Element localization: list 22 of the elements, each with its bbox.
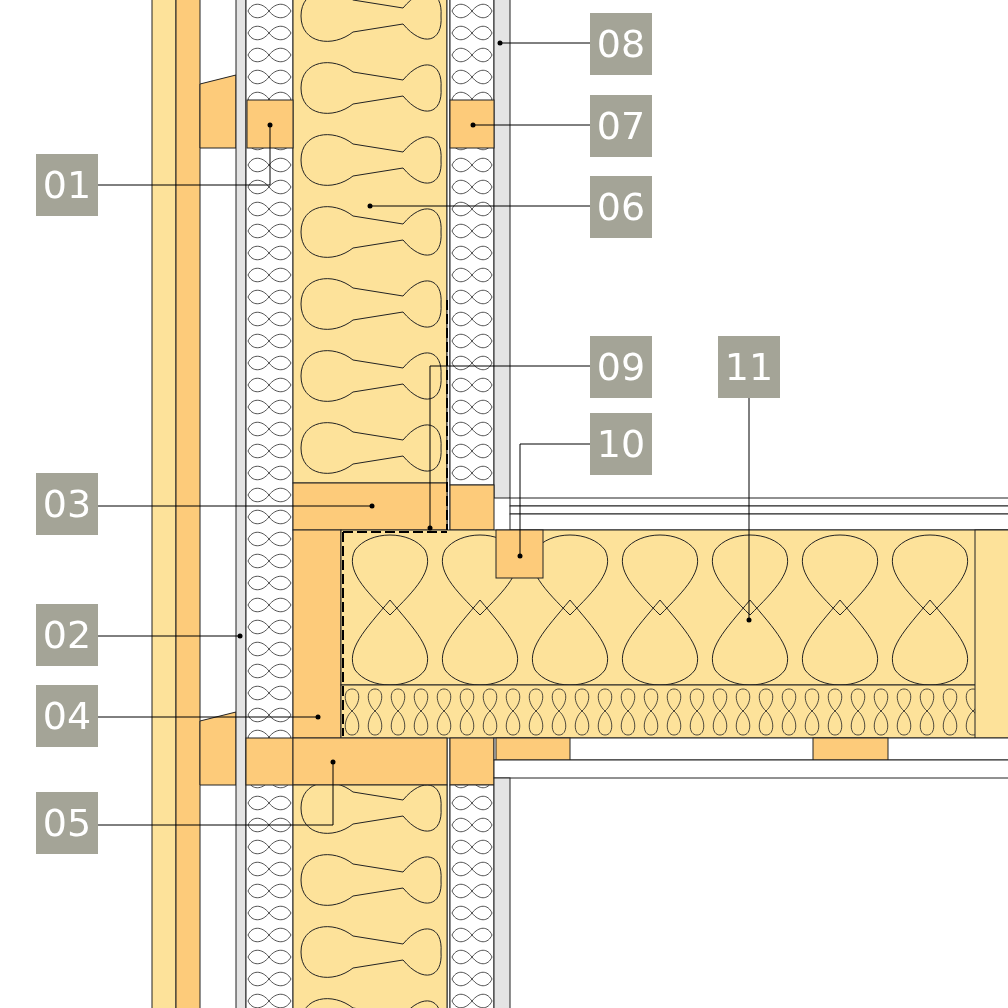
callout-number: 11	[718, 336, 780, 398]
leader-line	[97, 633, 243, 639]
callout-number: 07	[590, 95, 652, 157]
callout-number: 06	[590, 176, 652, 238]
leader-line	[97, 122, 273, 186]
callout-number: 09	[590, 336, 652, 398]
leader-line	[746, 397, 752, 623]
callout-number: 10	[590, 413, 652, 475]
leader-line	[470, 122, 591, 128]
leader-line	[97, 759, 336, 826]
callout-number: 01	[36, 154, 98, 216]
leader-line	[97, 714, 321, 720]
leader-line	[97, 503, 375, 509]
leader-line	[367, 203, 591, 209]
leader-line	[517, 443, 591, 559]
callout-number: 03	[36, 473, 98, 535]
leader-line	[497, 40, 591, 46]
leader-line	[427, 365, 591, 531]
callout-number: 08	[590, 13, 652, 75]
callout-number: 02	[36, 604, 98, 666]
callout-number: 04	[36, 685, 98, 747]
callout-number: 05	[36, 792, 98, 854]
